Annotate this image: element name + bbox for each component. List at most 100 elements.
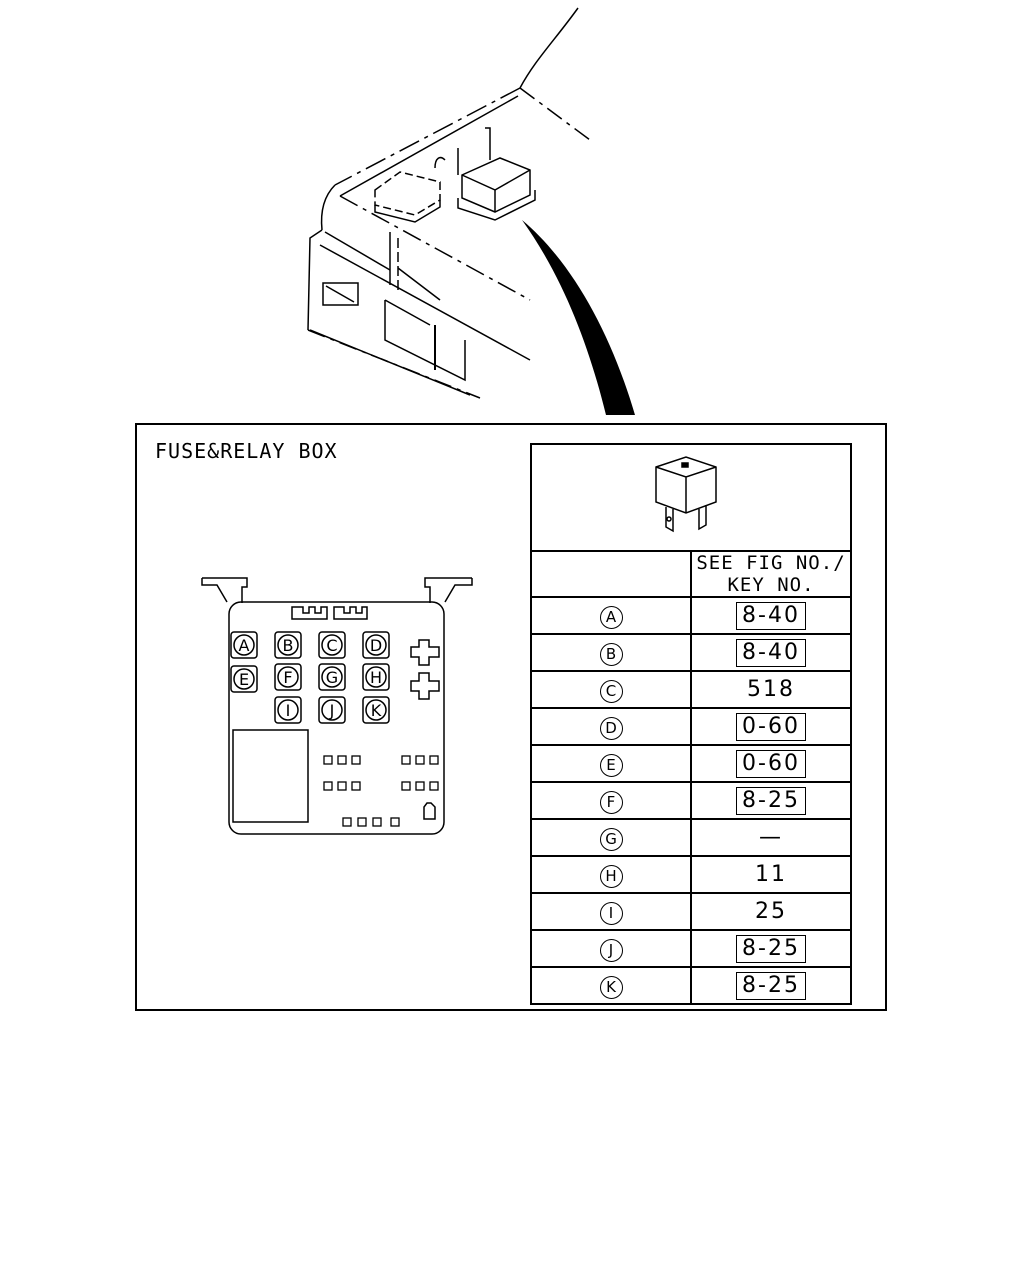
key-letter: H [599,864,623,888]
key-cell: C [530,670,692,709]
terminal-square [337,755,347,765]
key-cell: I [530,892,692,931]
key-letter: B [599,642,623,666]
terminal-square [429,755,439,765]
socket-label: C [326,636,337,655]
terminal-square [351,755,361,765]
socket-d: D [362,631,390,659]
key-cell: A [530,596,692,635]
terminal-square [357,817,367,827]
socket-label: A [239,636,250,655]
socket-label: D [370,636,382,655]
key-cell: E [530,744,692,783]
reference-cell: 11 [690,855,852,894]
key-letter: G [599,827,623,851]
socket-label: G [326,668,338,687]
reference-value: 0-60 [736,712,806,741]
reference-value: 8-25 [736,934,806,963]
terminal-square [415,755,425,765]
reference-value: — [759,824,783,850]
terminal-square [390,817,400,827]
socket-e: E [230,665,258,693]
reference-cell: 8-25 [690,781,852,820]
table-row: E 0-60 [530,744,852,783]
reference-value: 11 [755,861,787,887]
table-row: A 8-40 [530,596,852,635]
key-cell: D [530,707,692,746]
key-letter: J [599,938,623,962]
key-letter: D [599,716,623,740]
terminal-square [415,781,425,791]
panel-title: FUSE&RELAY BOX [155,439,338,463]
reference-cell: 25 [690,892,852,931]
table-row: B 8-40 [530,633,852,672]
key-cell: K [530,966,692,1005]
terminal-square [342,817,352,827]
table-row: G— [530,818,852,857]
reference-value: 8-40 [736,638,806,667]
table-row: I 25 [530,892,852,931]
terminal-square [401,781,411,791]
terminal-square [372,817,382,827]
socket-label: J [329,701,335,720]
engine-bay-illustration [307,7,635,415]
key-cell: J [530,929,692,968]
reference-value: 518 [747,676,795,702]
key-cell: F [530,781,692,820]
reference-value: 0-60 [736,749,806,778]
socket-label: H [370,668,382,687]
reference-value: 25 [755,898,787,924]
table-row: J 8-25 [530,929,852,968]
socket-a: A [230,631,258,659]
fuse-box-diagram: A B C D E F G H I J K [201,577,473,835]
socket-h: H [362,663,390,691]
key-cell: B [530,633,692,672]
socket-i: I [274,696,302,724]
relay-image-cell [530,443,852,552]
reference-value: 8-25 [736,971,806,1000]
table-row: D 0-60 [530,707,852,746]
socket-k: K [362,696,390,724]
socket-g: G [318,663,346,691]
table-row: C 518 [530,670,852,709]
socket-label: F [283,668,292,687]
header-key-cell [530,550,692,598]
reference-cell: — [690,818,852,857]
socket-f: F [274,663,302,691]
relay-icon [655,455,717,532]
reference-cell: 8-25 [690,929,852,968]
terminal-square [323,781,333,791]
socket-c: C [318,631,346,659]
terminal-square [351,781,361,791]
table-row: H 11 [530,855,852,894]
key-letter: C [599,679,623,703]
socket-label: B [283,636,294,655]
table-row: F 8-25 [530,781,852,820]
socket-j: J [318,696,346,724]
key-cell: G [530,818,692,857]
reference-cell: 8-40 [690,633,852,672]
terminal-square [401,755,411,765]
key-letter: I [599,901,623,925]
socket-b: B [274,631,302,659]
socket-label: E [239,670,249,689]
reference-cell: 8-25 [690,966,852,1005]
reference-cell: 0-60 [690,744,852,783]
socket-label: I [286,701,291,720]
terminal-square [429,781,439,791]
key-letter: E [599,753,623,777]
reference-value: 8-40 [736,601,806,630]
socket-label: K [371,701,382,720]
table-header: SEE FIG NO./ KEY NO. [690,550,852,598]
key-cell: H [530,855,692,894]
reference-cell: 0-60 [690,707,852,746]
reference-cell: 518 [690,670,852,709]
key-letter: F [599,790,623,814]
key-letter: A [599,605,623,629]
reference-value: 8-25 [736,786,806,815]
table-row: K 8-25 [530,966,852,1005]
key-letter: K [599,975,623,999]
terminal-square [323,755,333,765]
